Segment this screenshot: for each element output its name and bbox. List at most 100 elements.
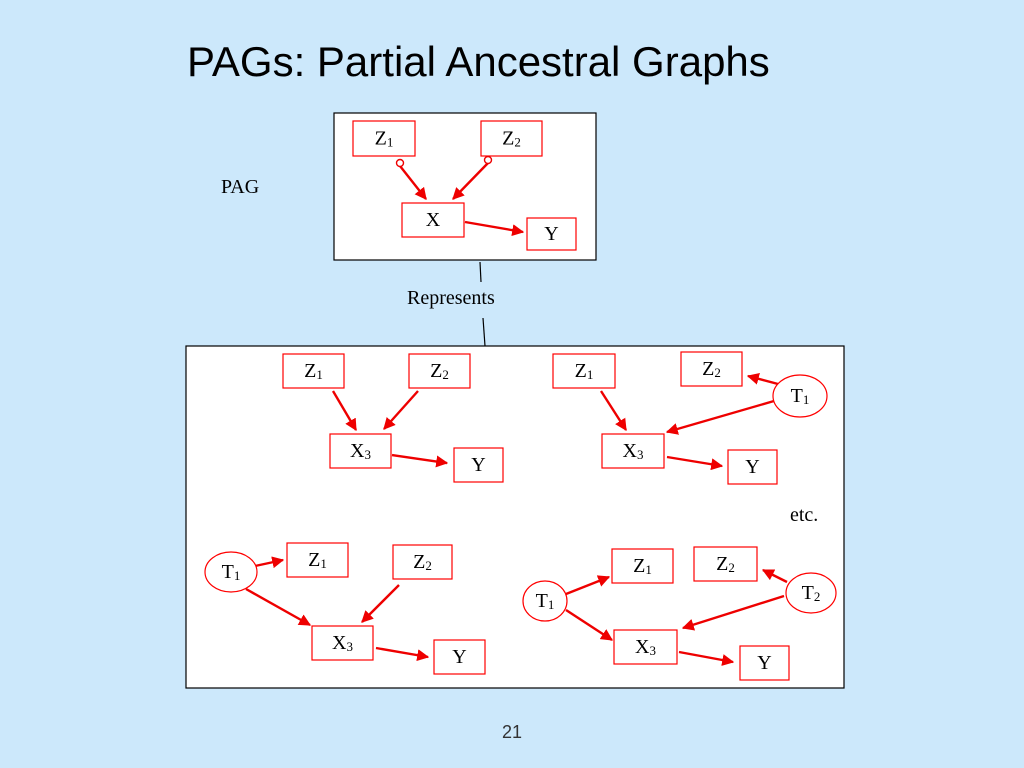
graph1-edge-z1-x3 bbox=[331, 390, 358, 432]
graph1-node-box-x3 bbox=[329, 433, 392, 469]
graph4-node-ellipse-t2 bbox=[785, 572, 837, 614]
graph4-node-t1: T1 bbox=[522, 580, 568, 622]
graph3-node-box-z1 bbox=[286, 542, 349, 578]
pag-node-label-z1: Z1 bbox=[375, 128, 394, 150]
graph2-edge-t1-x3 bbox=[665, 399, 775, 435]
graph1-edge-x3-y bbox=[391, 453, 449, 468]
pag-node-label-y: Y bbox=[544, 223, 558, 245]
pag-node-y: Y bbox=[526, 217, 577, 251]
edges-layer bbox=[245, 162, 788, 666]
graph1-node-box-z1 bbox=[282, 353, 345, 389]
graph4-node-ellipse-t1 bbox=[522, 580, 568, 622]
graph4-edge-t2-x3 bbox=[681, 594, 785, 631]
slide-number: 21 bbox=[501, 722, 523, 742]
pag-edge-z1-x-circle-endpoint bbox=[395, 158, 405, 168]
graph1-edge-z2-x3 bbox=[383, 390, 419, 430]
graph2-edge-x3-y bbox=[666, 455, 724, 471]
graph2-node-z2: Z2 bbox=[680, 351, 743, 387]
graph3-node-y: Y bbox=[433, 639, 486, 675]
graph2-node-label-x3: X3 bbox=[623, 440, 644, 462]
represents-connector-top bbox=[479, 261, 482, 283]
graph3-node-z1: Z1 bbox=[286, 542, 349, 578]
graph4-node-box-y bbox=[739, 645, 790, 681]
slide-title: PAGs: Partial Ancestral Graphs bbox=[187, 38, 770, 85]
graph3-node-ellipse-t1 bbox=[204, 551, 258, 593]
represents-label: Represents bbox=[407, 287, 495, 309]
graph4-edge-t1-x3 bbox=[565, 608, 614, 642]
graph2-node-x3: X3 bbox=[601, 433, 665, 469]
graph2-node-box-y bbox=[727, 449, 778, 485]
represents-connector-bottom bbox=[482, 317, 486, 347]
graph2-edge-z1-x3 bbox=[599, 390, 628, 432]
graph1-node-z1: Z1 bbox=[282, 353, 345, 389]
pag-node-z2: Z2 bbox=[480, 120, 543, 157]
graph4-node-box-z1 bbox=[611, 548, 674, 584]
graph4-node-label-t2: T2 bbox=[802, 582, 821, 604]
graph4-node-label-z1: Z1 bbox=[633, 555, 652, 577]
pag-node-box-z2 bbox=[480, 120, 543, 157]
pag-edge-z2-x-circle-endpoint bbox=[483, 155, 493, 165]
etc-label: etc. bbox=[790, 504, 818, 526]
pag-node-box-x bbox=[401, 202, 465, 238]
graph1-node-x3: X3 bbox=[329, 433, 392, 469]
graph3-node-label-t1: T1 bbox=[222, 561, 241, 583]
graph4-node-t2: T2 bbox=[785, 572, 837, 614]
graph3-node-x3: X3 bbox=[311, 625, 374, 661]
graph2-node-box-z2 bbox=[680, 351, 743, 387]
graph4-node-x3: X3 bbox=[613, 629, 678, 665]
pag-node-z1: Z1 bbox=[352, 120, 416, 157]
graph3-node-label-x3: X3 bbox=[332, 632, 353, 654]
pag-edge-x-y bbox=[464, 220, 525, 237]
graph1-node-label-z1: Z1 bbox=[304, 360, 323, 382]
graph2-node-label-t1: T1 bbox=[791, 385, 810, 407]
graph3-edge-t1-z1 bbox=[254, 556, 285, 569]
graph1-node-box-y bbox=[453, 447, 504, 483]
graph4-node-box-z2 bbox=[693, 546, 758, 582]
graph3-edge-t1-x3 bbox=[245, 587, 312, 627]
graph2-edge-t1-z2 bbox=[746, 372, 779, 386]
graph2-node-box-x3 bbox=[601, 433, 665, 469]
graph2-node-label-z2: Z2 bbox=[702, 358, 721, 380]
graph1-node-box-z2 bbox=[408, 353, 471, 389]
graph2-node-ellipse-t1 bbox=[772, 374, 828, 418]
pag-node-box-z1 bbox=[352, 120, 416, 157]
pag-label: PAG bbox=[221, 176, 259, 198]
graph4-edge-t2-z2 bbox=[761, 568, 788, 584]
pag-edge-z1-x bbox=[399, 165, 427, 200]
graph3-node-box-y bbox=[433, 639, 486, 675]
graph4-edge-t1-z1 bbox=[565, 575, 611, 596]
graph3-node-label-z1: Z1 bbox=[308, 549, 327, 571]
represented-graphs-frame bbox=[185, 345, 845, 689]
pag-edge-z2-x bbox=[452, 162, 489, 200]
graph1-node-z2: Z2 bbox=[408, 353, 471, 389]
graph3-edge-x3-y bbox=[375, 646, 430, 662]
graph2-node-z1: Z1 bbox=[552, 353, 616, 389]
graph1-node-y: Y bbox=[453, 447, 504, 483]
pag-node-x: X bbox=[401, 202, 465, 238]
graph4-node-label-z2: Z2 bbox=[716, 553, 735, 575]
graph3-node-t1: T1 bbox=[204, 551, 258, 593]
graph4-edge-x3-y bbox=[678, 650, 735, 666]
graph4-node-label-y: Y bbox=[757, 652, 771, 674]
graph3-node-z2: Z2 bbox=[392, 544, 453, 580]
graph3-edge-z2-x3 bbox=[361, 584, 400, 623]
graph4-node-label-t1: T1 bbox=[536, 590, 555, 612]
pag-node-box-y bbox=[526, 217, 577, 251]
graph4-node-y: Y bbox=[739, 645, 790, 681]
graph1-node-label-y: Y bbox=[471, 454, 485, 476]
graph1-node-label-x3: X3 bbox=[350, 440, 371, 462]
graph3-node-label-y: Y bbox=[452, 646, 466, 668]
graph1-node-label-z2: Z2 bbox=[430, 360, 449, 382]
pag-node-label-x: X bbox=[426, 209, 441, 231]
graph4-node-z1: Z1 bbox=[611, 548, 674, 584]
graph3-node-box-x3 bbox=[311, 625, 374, 661]
graph2-node-t1: T1 bbox=[772, 374, 828, 418]
graph2-node-y: Y bbox=[727, 449, 778, 485]
graph2-node-label-y: Y bbox=[745, 456, 759, 478]
pag-node-label-z2: Z2 bbox=[502, 128, 521, 150]
graph4-node-box-x3 bbox=[613, 629, 678, 665]
graph3-node-box-z2 bbox=[392, 544, 453, 580]
graph3-node-label-z2: Z2 bbox=[413, 551, 432, 573]
